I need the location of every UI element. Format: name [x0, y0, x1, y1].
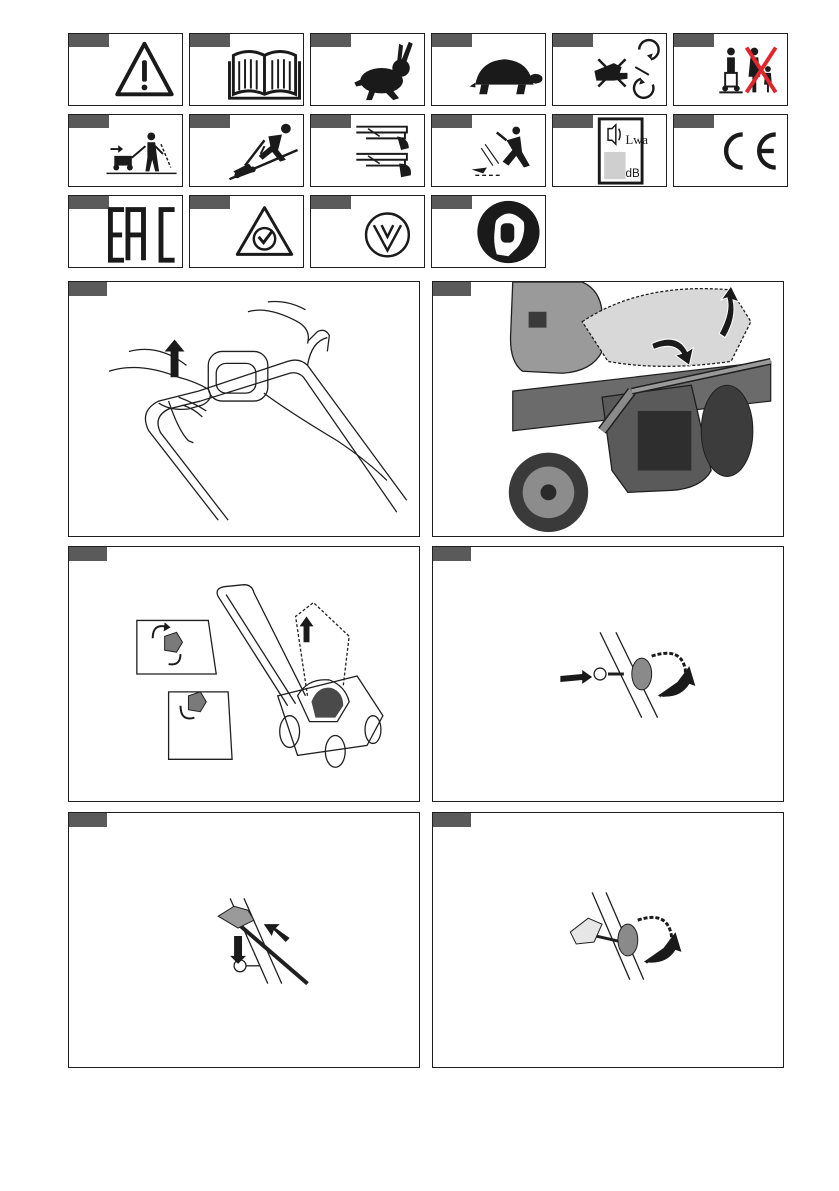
symbol-ear-protection [431, 195, 546, 268]
keep-bystanders-away-icon [674, 34, 787, 105]
ear-protection-icon [432, 196, 545, 267]
handle-lever-illustration [69, 282, 419, 536]
figure-knob-rotate [432, 812, 784, 1068]
rcm-mark-icon [190, 196, 303, 267]
db-label: dB [626, 167, 640, 180]
figure-folding-handle [68, 546, 420, 802]
figure-grass-bag [432, 281, 784, 537]
symbol-warning [68, 33, 183, 106]
symbol-blade-injury [431, 114, 546, 187]
figure-knob-tighten [432, 546, 784, 802]
symbol-sound-power: Lwa dB [552, 114, 667, 187]
sound-power-icon: Lwa dB [553, 115, 666, 186]
knob-tighten-illustration [433, 547, 783, 801]
symbol-eac [68, 195, 183, 268]
symbol-rotating-blade [552, 33, 667, 106]
blade-injury-icon [432, 115, 545, 186]
lwa-label: Lwa [626, 133, 649, 147]
grass-bag-illustration [433, 282, 783, 536]
symbol-ce [673, 114, 788, 187]
knob-rotate-illustration [433, 813, 783, 1067]
symbol-keep-away [673, 33, 788, 106]
hands-rotating-blade-icon [553, 34, 666, 105]
symbol-read-manual [189, 33, 304, 106]
ce-mark-icon [674, 115, 787, 186]
manual-book-icon [190, 34, 303, 105]
symbol-pinch-hazard [310, 114, 425, 187]
turtle-slow-icon [432, 34, 545, 105]
figure-handle-release [68, 281, 420, 537]
symbol-rcm [189, 195, 304, 268]
slope-mowing-icon [190, 115, 303, 186]
symbol-slow-speed [431, 33, 546, 106]
warning-triangle-icon [69, 34, 182, 105]
folding-handle-illustration [69, 547, 419, 801]
rabbit-fast-icon [311, 34, 424, 105]
figure-cable-clip [68, 812, 420, 1068]
eac-mark-icon [69, 196, 182, 267]
throwing-objects-icon [69, 115, 182, 186]
ukrainian-conformity-icon [311, 196, 424, 267]
cable-clip-illustration [69, 813, 419, 1067]
symbol-thrown-objects [68, 114, 183, 187]
symbol-ukrainian-mark [310, 195, 425, 268]
symbol-slope-mowing [189, 114, 304, 187]
symbol-fast-speed [310, 33, 425, 106]
fingers-pinch-icon [311, 115, 424, 186]
